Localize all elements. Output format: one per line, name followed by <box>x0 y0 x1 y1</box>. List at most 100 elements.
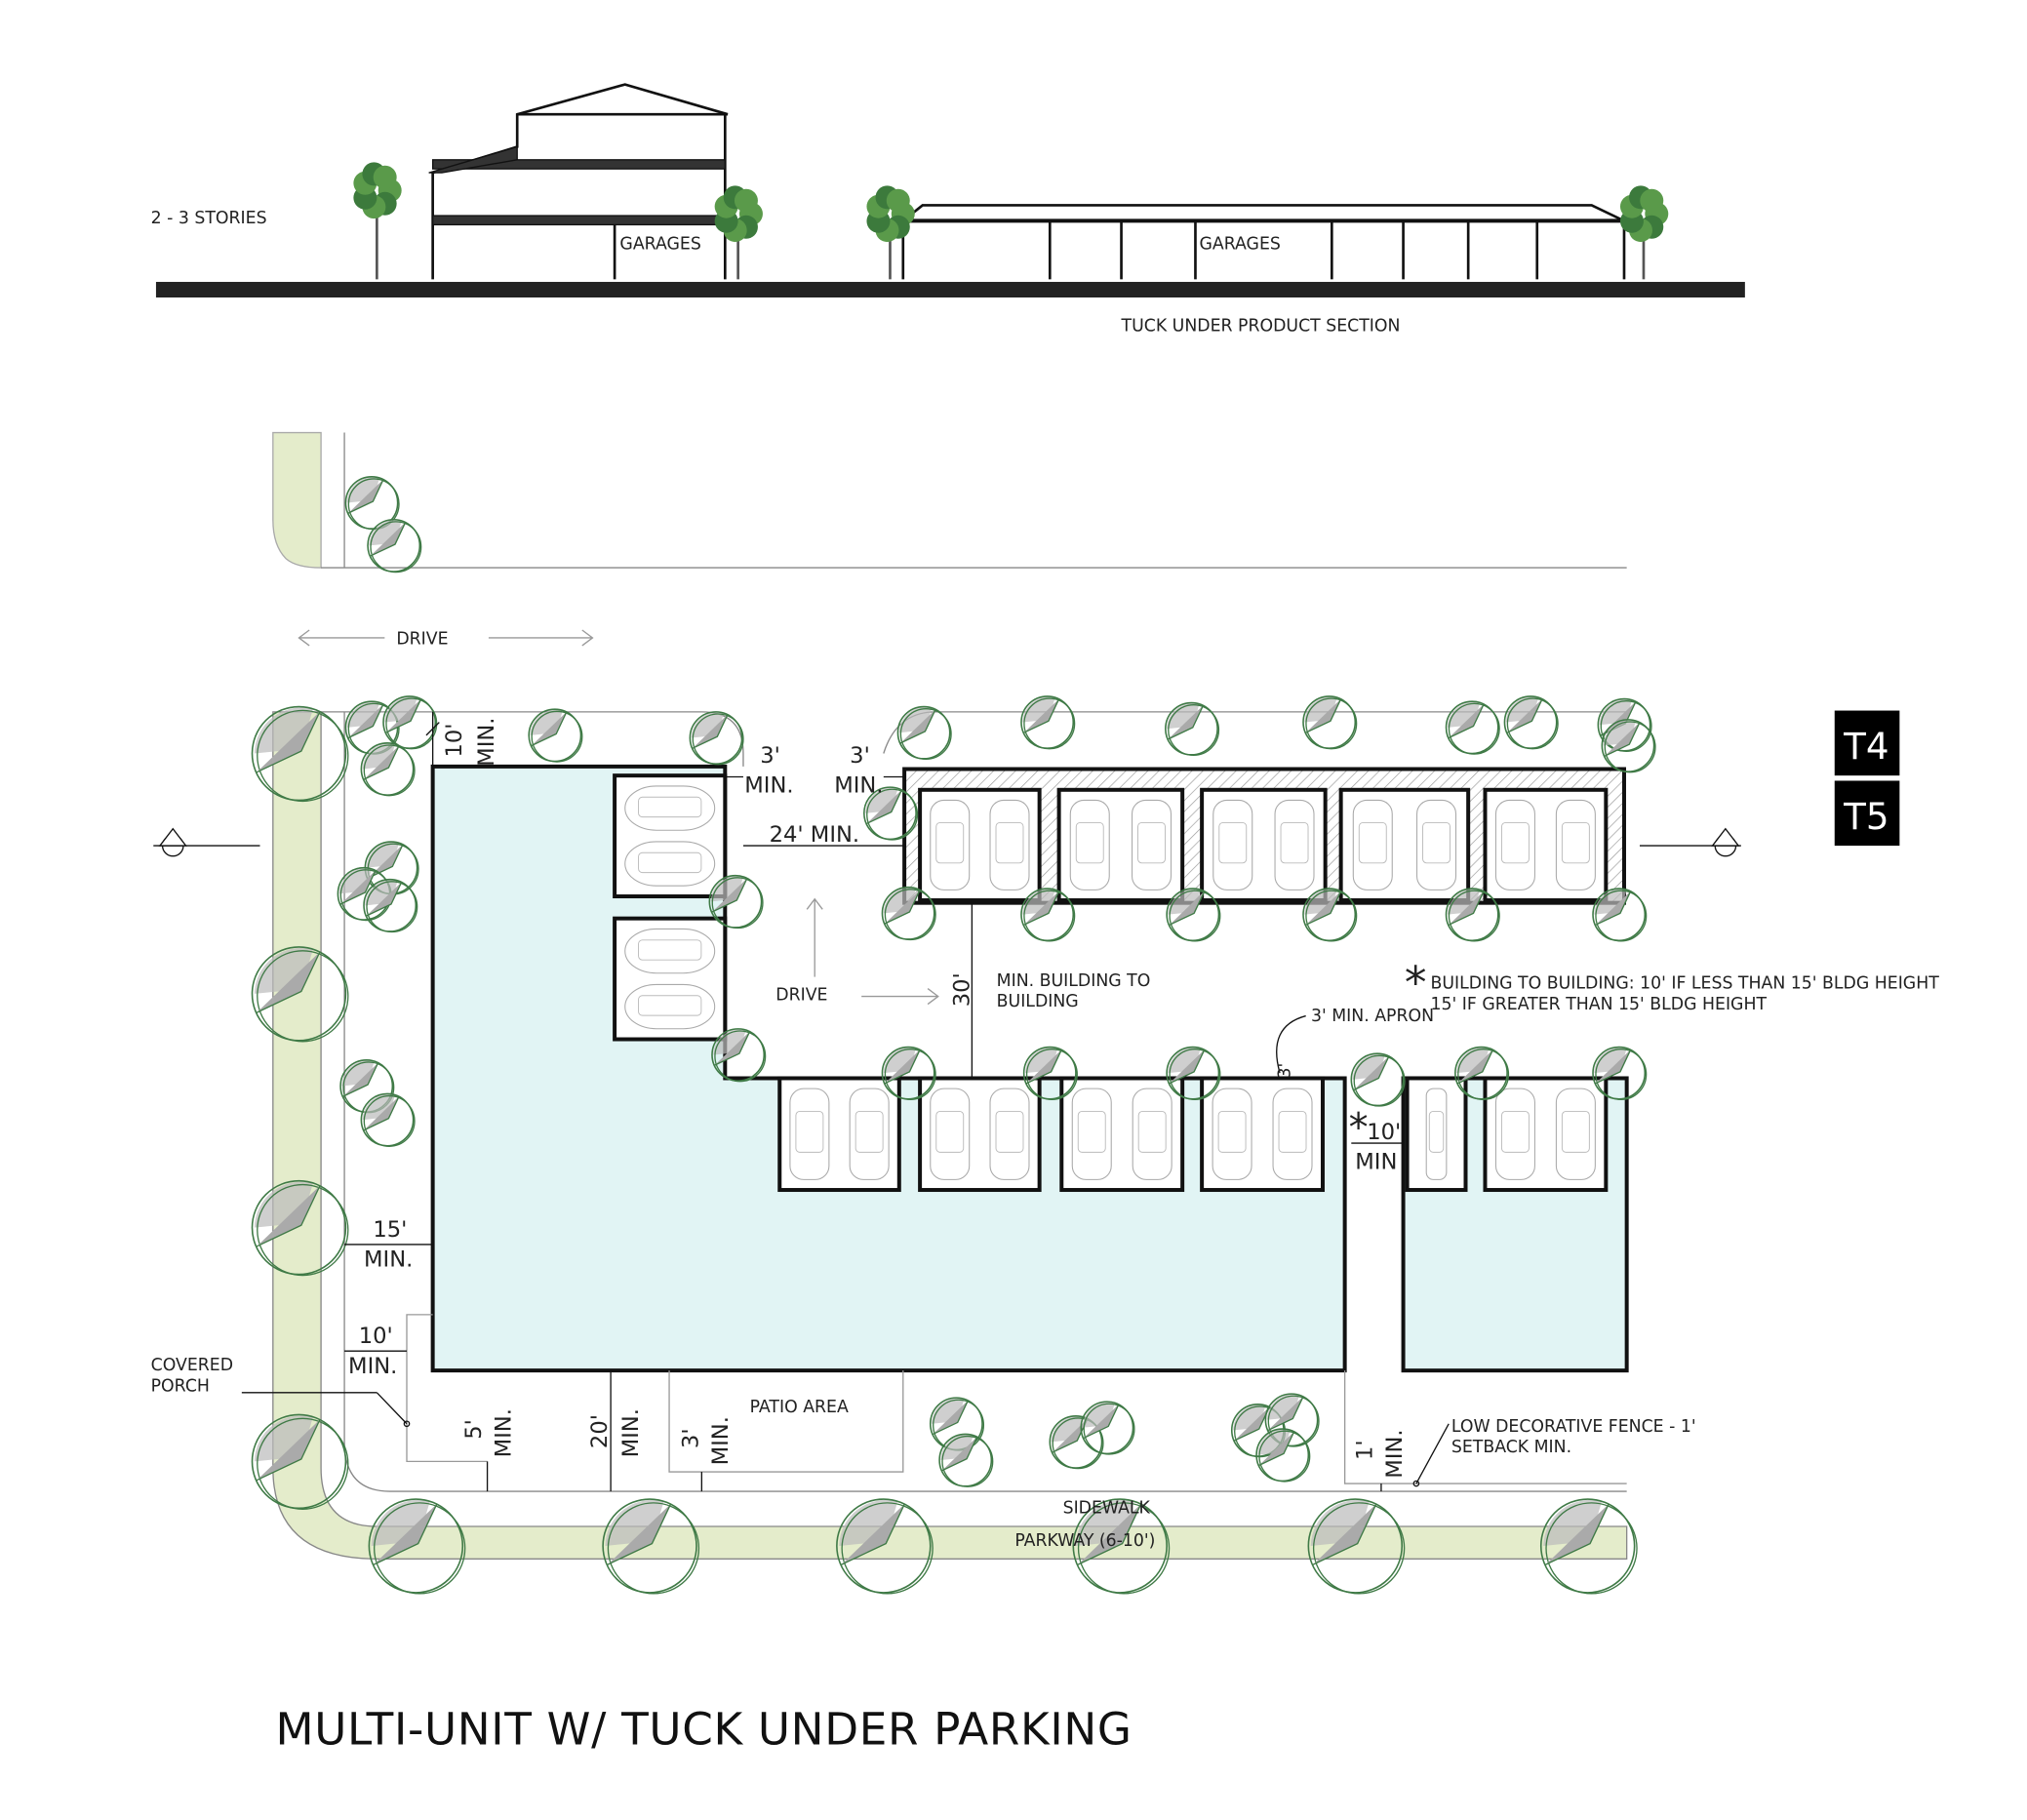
dim-porch-10-min: MIN. <box>348 1354 397 1379</box>
tree-plan-icon <box>1601 719 1656 773</box>
dim-bldg-30-label-2: BUILDING <box>997 992 1079 1011</box>
tree-plan-icon <box>1020 888 1076 942</box>
tree-plan-icon <box>1165 701 1220 757</box>
dim-side-3a: 3' <box>760 743 780 769</box>
car-icon <box>1069 799 1110 890</box>
tree-plan-icon <box>251 946 349 1043</box>
car-icon <box>1274 799 1315 890</box>
tree-plan-icon <box>711 1028 767 1083</box>
section-caption: TUCK UNDER PRODUCT SECTION <box>1121 317 1401 336</box>
car-icon <box>789 1088 830 1180</box>
dim-side-3a-min: MIN. <box>744 772 793 798</box>
patio-area-label: PATIO AREA <box>750 1398 849 1417</box>
floor-slab <box>431 159 726 170</box>
dim-b2b-10: 10' <box>1367 1120 1401 1145</box>
car-icon <box>1212 799 1253 890</box>
car-icon <box>1416 799 1457 890</box>
covered-porch-outline <box>406 1314 488 1463</box>
tree-plan-icon <box>1445 888 1500 942</box>
dim-side-3b-min: MIN. <box>834 772 883 798</box>
tree-plan-icon <box>1302 888 1358 942</box>
tree-plan-icon <box>1592 888 1648 942</box>
parkway-corner <box>272 711 1628 1560</box>
car-icon <box>1132 1088 1172 1180</box>
tree-plan-icon <box>1020 695 1076 750</box>
tree-plan-icon <box>251 1413 349 1510</box>
dim-fence-1: 1' <box>1353 1440 1378 1460</box>
tree-plan-icon <box>836 1498 934 1595</box>
section-cut-markers <box>153 827 1741 857</box>
car-icon <box>849 1088 890 1180</box>
garage-bay <box>1056 787 1185 903</box>
dim-patio-3-min: MIN. <box>708 1416 734 1465</box>
drawing-title: MULTI-UNIT W/ TUCK UNDER PARKING <box>275 1704 1132 1756</box>
dim-porch-10: 10' <box>359 1324 393 1349</box>
car-icon <box>1494 1088 1535 1180</box>
tree-elevation-icon <box>353 162 402 280</box>
garage-bay <box>1483 787 1609 903</box>
tree-plan-icon <box>363 878 418 933</box>
car-icon <box>1132 799 1172 890</box>
tree-plan-icon <box>251 1179 349 1277</box>
garage-bay <box>1405 1076 1468 1193</box>
tree-plan-icon <box>1072 1498 1171 1595</box>
drive-arrows <box>298 629 939 1006</box>
dim-drive-24: 24' MIN. <box>770 822 860 848</box>
dimension-lines <box>241 711 1450 1492</box>
zone-badge-t4: T4 <box>1843 725 1889 768</box>
sidewalk-label: SIDEWALK <box>1063 1499 1151 1519</box>
car-icon <box>1555 799 1596 890</box>
tree-plan-icon <box>1454 1046 1510 1100</box>
tree-elevation-icon <box>1619 185 1669 280</box>
dim-front-10-min: MIN. <box>474 718 499 767</box>
dim-setback-15: 15' <box>373 1217 407 1243</box>
garage-bay <box>613 773 728 899</box>
garage-bay <box>777 1076 901 1193</box>
tree-plan-icon <box>708 874 764 930</box>
dim-porch-5-min: MIN. <box>492 1408 517 1457</box>
dim-apron-3: 3' <box>1276 1063 1295 1079</box>
garage-bay <box>1200 1076 1325 1193</box>
note-line-1: BUILDING TO BUILDING: 10' IF LESS THAN 1… <box>1431 974 1940 994</box>
tree-plan-icon <box>1166 888 1221 942</box>
covered-porch-label-2: PORCH <box>151 1376 210 1396</box>
car-icon <box>989 1088 1030 1180</box>
parkway-top <box>272 431 322 569</box>
section-trees <box>353 162 1669 280</box>
car-icon <box>930 1088 971 1180</box>
tree-plan-icon <box>1350 1052 1406 1107</box>
garage-bay <box>1059 1076 1185 1193</box>
car-icon <box>1071 1088 1112 1180</box>
covered-porch-label-1: COVERED <box>151 1356 233 1375</box>
dim-b2b-min: MIN <box>1355 1150 1397 1175</box>
garages-label-right: GARAGES <box>1199 235 1280 255</box>
car-icon <box>1494 799 1535 890</box>
dim-setback-15-min: MIN. <box>364 1247 413 1273</box>
garage-bays <box>613 773 1609 1193</box>
tree-plan-icon <box>382 695 438 750</box>
car-icon <box>930 799 971 890</box>
garage-bay <box>1338 787 1471 903</box>
garage-bay <box>918 787 1042 903</box>
tree-plan-icon <box>689 711 744 766</box>
note-line-2: 15' IF GREATER THAN 15' BLDG HEIGHT <box>1431 995 1768 1014</box>
drive-label-top: DRIVE <box>396 630 448 650</box>
zone-badge-t5: T5 <box>1843 795 1889 838</box>
dim-bldg-30: 30' <box>950 972 975 1007</box>
tree-plan-icon <box>1445 700 1500 755</box>
note-asterisk: * <box>1405 957 1427 1009</box>
tree-plan-icon <box>602 1498 700 1595</box>
fence-note-2: SETBACK MIN. <box>1451 1438 1571 1457</box>
car-icon <box>1352 799 1393 890</box>
dim-porch-5: 5' <box>461 1419 487 1440</box>
patio-outline <box>668 1370 904 1473</box>
tree-plan-icon <box>881 886 936 941</box>
tree-plan-icon <box>1264 1393 1320 1447</box>
dim-apron: 3' MIN. APRON <box>1311 1007 1434 1026</box>
tree-plan-icon <box>368 1498 466 1595</box>
stories-label: 2 - 3 STORIES <box>151 209 267 228</box>
tree-plan-icon <box>863 786 919 841</box>
tree-plan-icon <box>1255 1428 1311 1483</box>
dim-front-10: 10' <box>442 723 467 757</box>
